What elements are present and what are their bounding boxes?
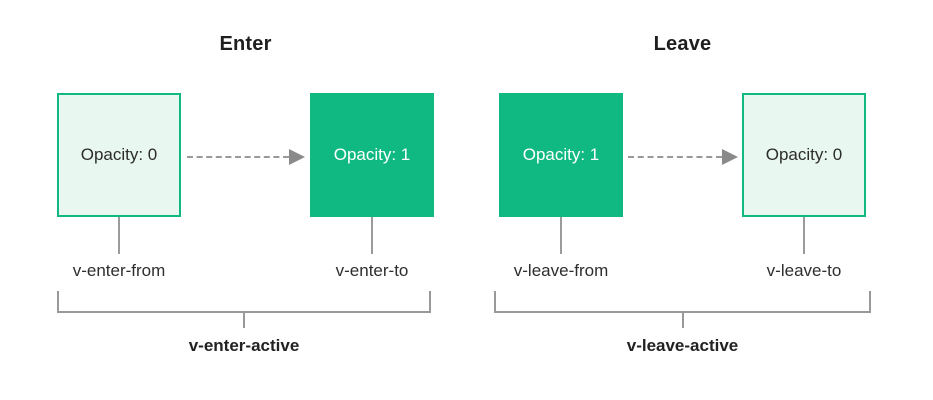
connector-line [803,217,805,254]
arrow-dashed-line [187,156,289,158]
leave-panel-title: Leave [653,33,712,55]
enter-panel-title: Enter [219,33,272,55]
leave-active-class-label: v-leave-active [626,336,739,355]
connector-line [560,217,562,254]
enter-active-class-label: v-enter-active [188,336,300,355]
enter-active-bracket [57,291,431,329]
enter-transition-arrow [187,149,305,165]
arrow-head-icon [289,149,305,165]
bracket-right-tick [429,291,431,313]
connector-line [371,217,373,254]
arrow-head-icon [722,149,738,165]
enter-to-class-label: v-enter-to [335,261,409,280]
leave-from-class-label: v-leave-from [513,261,609,280]
leave-to-box: Opacity: 0 [742,93,866,217]
bracket-center-stem [681,311,684,328]
arrow-dashed-line [628,156,722,158]
enter-to-box: Opacity: 1 [310,93,434,217]
leave-to-class-label: v-leave-to [766,261,842,280]
bracket-center-stem [243,311,245,328]
leave-from-box: Opacity: 1 [499,93,623,217]
connector-line [118,217,120,254]
enter-from-box: Opacity: 0 [57,93,181,217]
bracket-right-tick [869,291,871,313]
leave-transition-arrow [628,149,738,165]
enter-from-class-label: v-enter-from [72,261,166,280]
bracket-left-tick [494,291,496,313]
leave-active-bracket [494,291,871,329]
bracket-left-tick [57,291,59,313]
